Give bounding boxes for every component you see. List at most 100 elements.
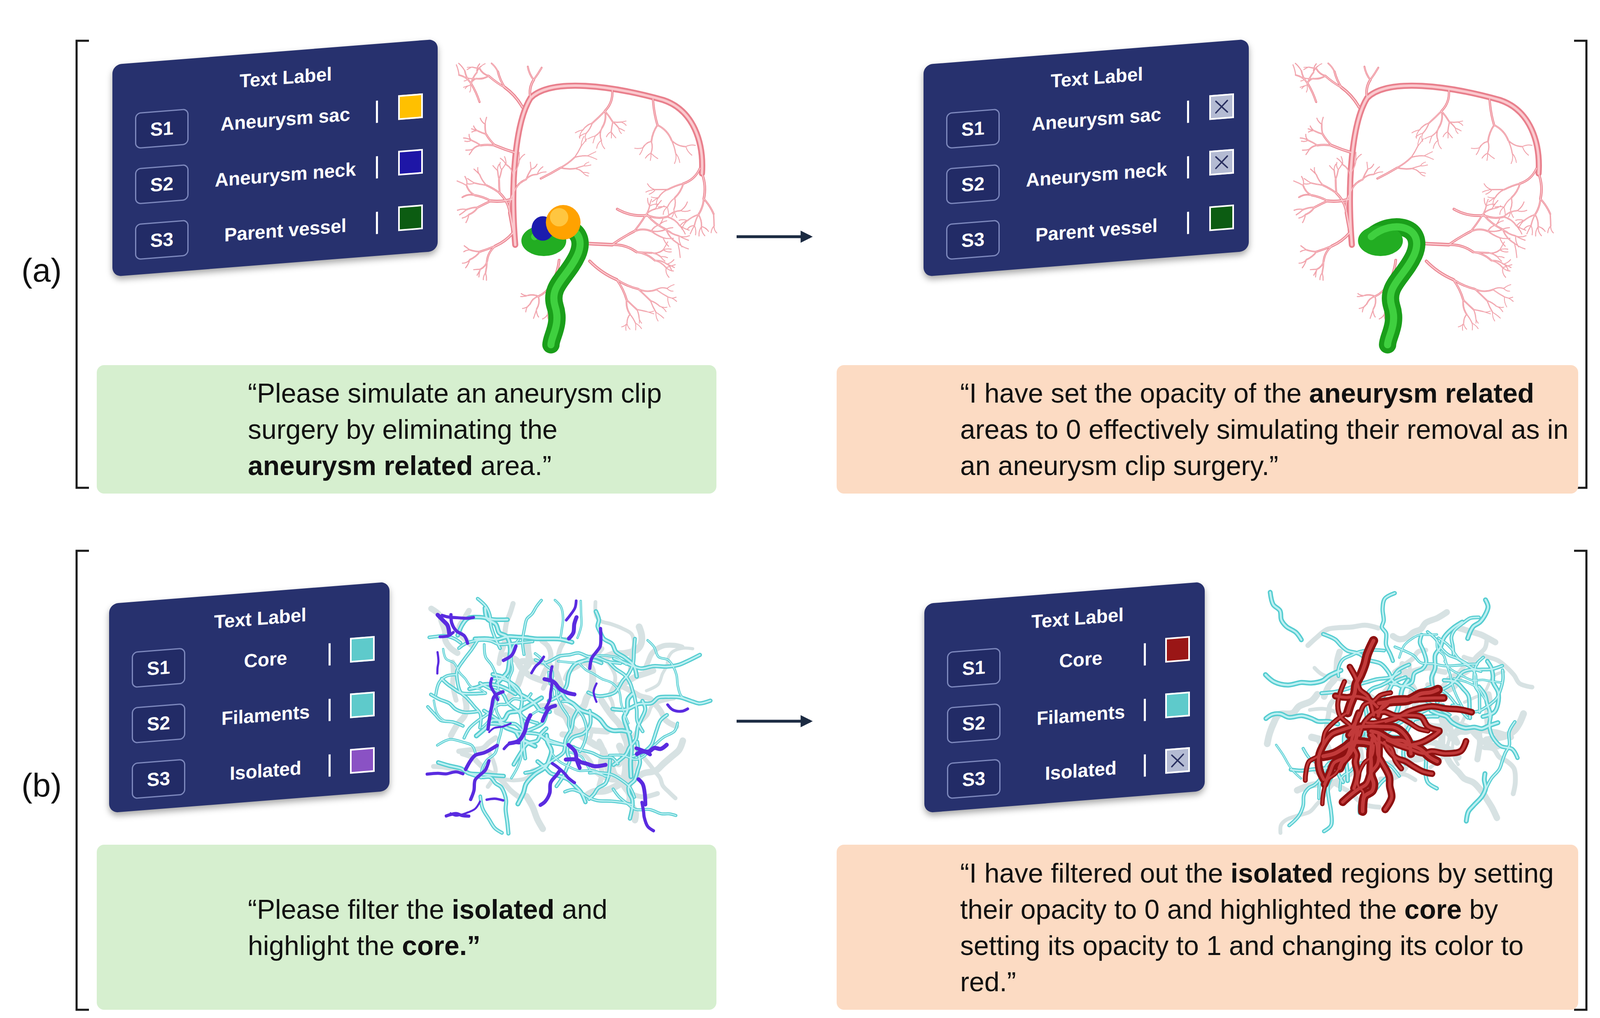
vessel-render bbox=[1292, 63, 1554, 346]
vessel-branch bbox=[1473, 309, 1484, 312]
vessel-branch bbox=[467, 178, 475, 184]
mesh-strand bbox=[450, 698, 467, 736]
transition-arrow bbox=[736, 720, 811, 724]
vessel-highlight bbox=[469, 85, 472, 93]
vessel-branch bbox=[513, 85, 703, 245]
vessel-branch bbox=[574, 165, 584, 169]
vessel-branch bbox=[463, 249, 470, 252]
vessel-highlight bbox=[1497, 256, 1505, 258]
vessel-branch bbox=[650, 153, 651, 161]
vessel-highlight bbox=[1492, 312, 1501, 319]
vessel-highlight bbox=[542, 312, 549, 320]
vessel-highlight bbox=[467, 178, 475, 184]
isolated-strand bbox=[437, 652, 439, 674]
vessel-highlight bbox=[471, 83, 480, 103]
vessel-branch bbox=[1306, 251, 1317, 260]
vessel-highlight bbox=[1377, 167, 1398, 179]
vessel-branch bbox=[592, 111, 605, 124]
vessel-branch bbox=[651, 252, 661, 257]
vessel-branch bbox=[486, 185, 500, 194]
vessel-highlight bbox=[667, 296, 671, 308]
vessel-highlight bbox=[490, 198, 514, 202]
vessel-highlight bbox=[650, 300, 657, 313]
vessel-branch bbox=[634, 147, 644, 149]
vessel-highlight bbox=[1488, 197, 1496, 202]
vessel-highlight bbox=[647, 198, 650, 206]
vessel-highlight bbox=[1488, 197, 1496, 199]
vessel-highlight bbox=[464, 176, 467, 186]
vessel-highlight bbox=[1483, 311, 1491, 314]
vessel-branch bbox=[480, 246, 496, 252]
vessel-highlight bbox=[1462, 300, 1467, 315]
vessel-highlight bbox=[674, 209, 677, 218]
vessel-branch bbox=[642, 141, 652, 148]
vessel-branch bbox=[677, 243, 689, 250]
vessel-branch bbox=[464, 245, 470, 250]
vessel-branch bbox=[1453, 209, 1484, 216]
vessel-highlight bbox=[1336, 193, 1347, 213]
vessel-highlight bbox=[651, 197, 659, 199]
vessel-highlight bbox=[666, 267, 674, 271]
vessel-highlight bbox=[694, 214, 699, 226]
isolated-strand bbox=[544, 679, 575, 695]
vessel-highlight bbox=[1482, 189, 1493, 193]
vessel-branch bbox=[620, 121, 626, 122]
vessel-branch bbox=[651, 125, 658, 142]
vessel-branch bbox=[1322, 185, 1337, 194]
vessel-highlight bbox=[533, 309, 537, 319]
vessel-branch bbox=[1370, 309, 1374, 319]
vessel-branch bbox=[1488, 125, 1495, 142]
vessel-highlight bbox=[1316, 68, 1326, 76]
color-swatch bbox=[349, 636, 375, 663]
vessel-branch bbox=[1517, 202, 1524, 211]
vessel-highlight bbox=[1411, 146, 1419, 158]
vessel-branch bbox=[1334, 170, 1336, 180]
filament-strand bbox=[435, 674, 457, 696]
vessel-highlight bbox=[1449, 121, 1456, 129]
vessel-highlight bbox=[663, 249, 672, 252]
vessel-branch bbox=[1373, 296, 1376, 310]
vessel-highlight bbox=[1458, 323, 1464, 328]
vessel-highlight bbox=[1317, 261, 1324, 270]
vessel-highlight bbox=[1338, 164, 1342, 170]
speech-text: “I have filtered out the isolated region… bbox=[960, 855, 1574, 1001]
speech-box: “Please simulate an aneurysm clip surger… bbox=[96, 365, 717, 494]
vessel-branch bbox=[592, 135, 596, 143]
vessel-highlight bbox=[529, 79, 534, 98]
vessel-branch bbox=[456, 65, 459, 76]
vessel-highlight bbox=[667, 198, 675, 208]
row-label: Filaments bbox=[221, 700, 311, 730]
vessel-branch bbox=[667, 259, 675, 265]
vessel-branch bbox=[713, 226, 717, 234]
vessel-branch bbox=[1379, 312, 1385, 320]
vessel-highlight bbox=[1364, 294, 1375, 297]
vessel-branch bbox=[667, 198, 675, 208]
vessel-highlight bbox=[606, 131, 612, 137]
vessel-highlight bbox=[1483, 215, 1503, 230]
vessel-highlight bbox=[1299, 194, 1312, 198]
vessel-highlight bbox=[646, 311, 654, 314]
vessel-highlight bbox=[1357, 293, 1365, 296]
vessel-highlight bbox=[1328, 63, 1335, 72]
vessel-highlight bbox=[629, 314, 636, 324]
vessel-highlight bbox=[1300, 85, 1307, 88]
isolated-strand bbox=[545, 667, 552, 709]
slot-box: S2 bbox=[946, 703, 1001, 744]
vessel-highlight bbox=[1463, 300, 1474, 311]
vessel-highlight bbox=[480, 118, 486, 125]
vessel-highlight bbox=[476, 66, 481, 73]
vessel-highlight bbox=[667, 288, 674, 292]
vessel-highlight bbox=[509, 191, 515, 213]
vessel-branch bbox=[1331, 145, 1353, 153]
vessel-highlight bbox=[1476, 147, 1480, 155]
vessel-branch bbox=[663, 249, 672, 252]
vessel-highlight bbox=[1517, 202, 1524, 211]
vessel-branch bbox=[713, 214, 714, 227]
speech-word: the bbox=[1359, 894, 1405, 925]
vessel-branch bbox=[1296, 209, 1304, 215]
vessel-highlight bbox=[642, 141, 652, 148]
vessel-highlight bbox=[1504, 207, 1506, 216]
filament-strand bbox=[1482, 661, 1499, 717]
vessel-branch bbox=[1295, 63, 1302, 72]
vessel-highlight bbox=[658, 206, 668, 208]
